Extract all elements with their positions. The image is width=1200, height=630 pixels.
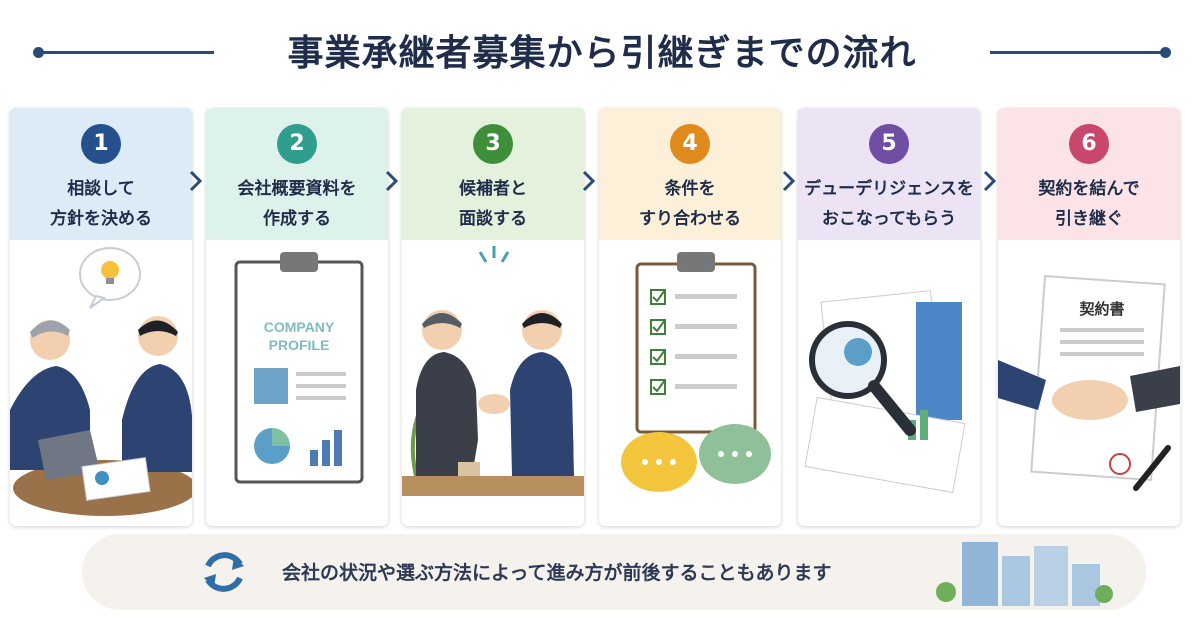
step-label-line2: すり合わせる xyxy=(639,209,741,229)
title-divider-dot-right xyxy=(1160,47,1171,58)
consultation-illustration xyxy=(10,247,192,516)
step-header-5: 5 デューデリジェンスを おこなってもらう xyxy=(798,108,980,240)
page-title: 事業承継者募集から引継ぎまでの流れ xyxy=(287,33,917,74)
step-card-3: 3 候補者と 面談する xyxy=(402,108,584,526)
step-label-line1: 相談して xyxy=(67,179,135,199)
step-number-badge: 5 xyxy=(869,124,909,164)
step-number-badge: 3 xyxy=(473,124,513,164)
step-label-line1: 契約を結んで xyxy=(1038,179,1140,199)
contract-title: 契約書 xyxy=(1078,300,1124,318)
step-label-line1: 会社概要資料を xyxy=(237,179,357,199)
step-card-5: 5 デューデリジェンスを おこなってもらう xyxy=(798,108,980,526)
step-number-badge: 1 xyxy=(81,124,121,164)
step-number-badge: 4 xyxy=(670,124,710,164)
cycle-arrows-icon xyxy=(204,552,244,592)
step-card-1: 1 相談して 方針を決める xyxy=(10,108,192,526)
chevron-right-icon xyxy=(983,170,997,192)
pen-icon xyxy=(1133,445,1171,491)
step-label-line1: 候補者と xyxy=(459,179,527,199)
step-number-badge: 6 xyxy=(1069,124,1109,164)
title-divider-dot-left xyxy=(33,47,44,58)
profile-line2: PROFILE xyxy=(269,337,330,353)
step-header-4: 4 条件を すり合わせる xyxy=(599,108,781,240)
checkbox-icon xyxy=(650,289,666,395)
chevron-right-icon xyxy=(189,170,203,192)
step-label: 候補者と 面談する xyxy=(402,174,584,234)
chevron-right-icon xyxy=(782,170,796,192)
step-label-line2: おこなってもらう xyxy=(821,209,957,229)
step-header-1: 1 相談して 方針を決める xyxy=(10,108,192,240)
contract-illustration: 契約書 xyxy=(998,274,1180,491)
lightbulb-icon xyxy=(101,261,119,279)
step-number-badge: 2 xyxy=(277,124,317,164)
step-label-line1: 条件を xyxy=(664,179,716,199)
step-label-line1: デューデリジェンスを xyxy=(804,179,974,199)
handshake-icon xyxy=(1052,380,1128,420)
title-row: 事業承継者募集から引継ぎまでの流れ xyxy=(0,18,1200,74)
step-label: 相談して 方針を決める xyxy=(10,174,192,234)
steps-flow: 1 相談して 方針を決める xyxy=(10,108,1190,526)
step-card-2: 2 会社概要資料を 作成する COMPANY PROFILE xyxy=(206,108,388,526)
step-label-line2: 引き継ぐ xyxy=(1055,209,1123,229)
company-profile-illustration: COMPANY PROFILE xyxy=(234,252,364,484)
step-label: 会社概要資料を 作成する xyxy=(206,174,388,234)
handshake-icon xyxy=(478,394,510,414)
step-label-line2: 作成する xyxy=(263,209,331,229)
step-card-4: 4 条件を すり合わせる xyxy=(599,108,781,526)
city-buildings-icon xyxy=(936,542,1113,606)
step-label: 条件を すり合わせる xyxy=(599,174,781,234)
step-header-6: 6 契約を結んで 引き継ぐ xyxy=(998,108,1180,240)
checklist-illustration xyxy=(621,252,771,492)
step-label: 契約を結んで 引き継ぐ xyxy=(998,174,1180,234)
due-diligence-illustration xyxy=(804,290,966,494)
building-icon xyxy=(254,368,288,404)
binder-icon xyxy=(916,302,962,420)
step-label: デューデリジェンスを おこなってもらう xyxy=(798,174,980,234)
step-label-line2: 面談する xyxy=(459,209,527,229)
note-text: 会社の状況や選ぶ方法によって進み方が前後することもあります xyxy=(282,562,832,584)
step-header-3: 3 候補者と 面談する xyxy=(402,108,584,240)
step-card-6: 6 契約を結んで 引き継ぐ 契約書 xyxy=(998,108,1180,526)
title-divider-left xyxy=(38,51,214,54)
seal-stamp-icon xyxy=(1109,453,1131,475)
step-label-line2: 方針を決める xyxy=(50,209,152,229)
step-header-2: 2 会社概要資料を 作成する xyxy=(206,108,388,240)
profile-line1: COMPANY xyxy=(264,319,335,335)
title-divider-right xyxy=(990,51,1166,54)
chevron-right-icon xyxy=(385,170,399,192)
note-bar: 会社の状況や選ぶ方法によって進み方が前後することもあります xyxy=(82,534,1146,610)
chevron-right-icon xyxy=(582,170,596,192)
interview-handshake-illustration xyxy=(402,246,584,496)
